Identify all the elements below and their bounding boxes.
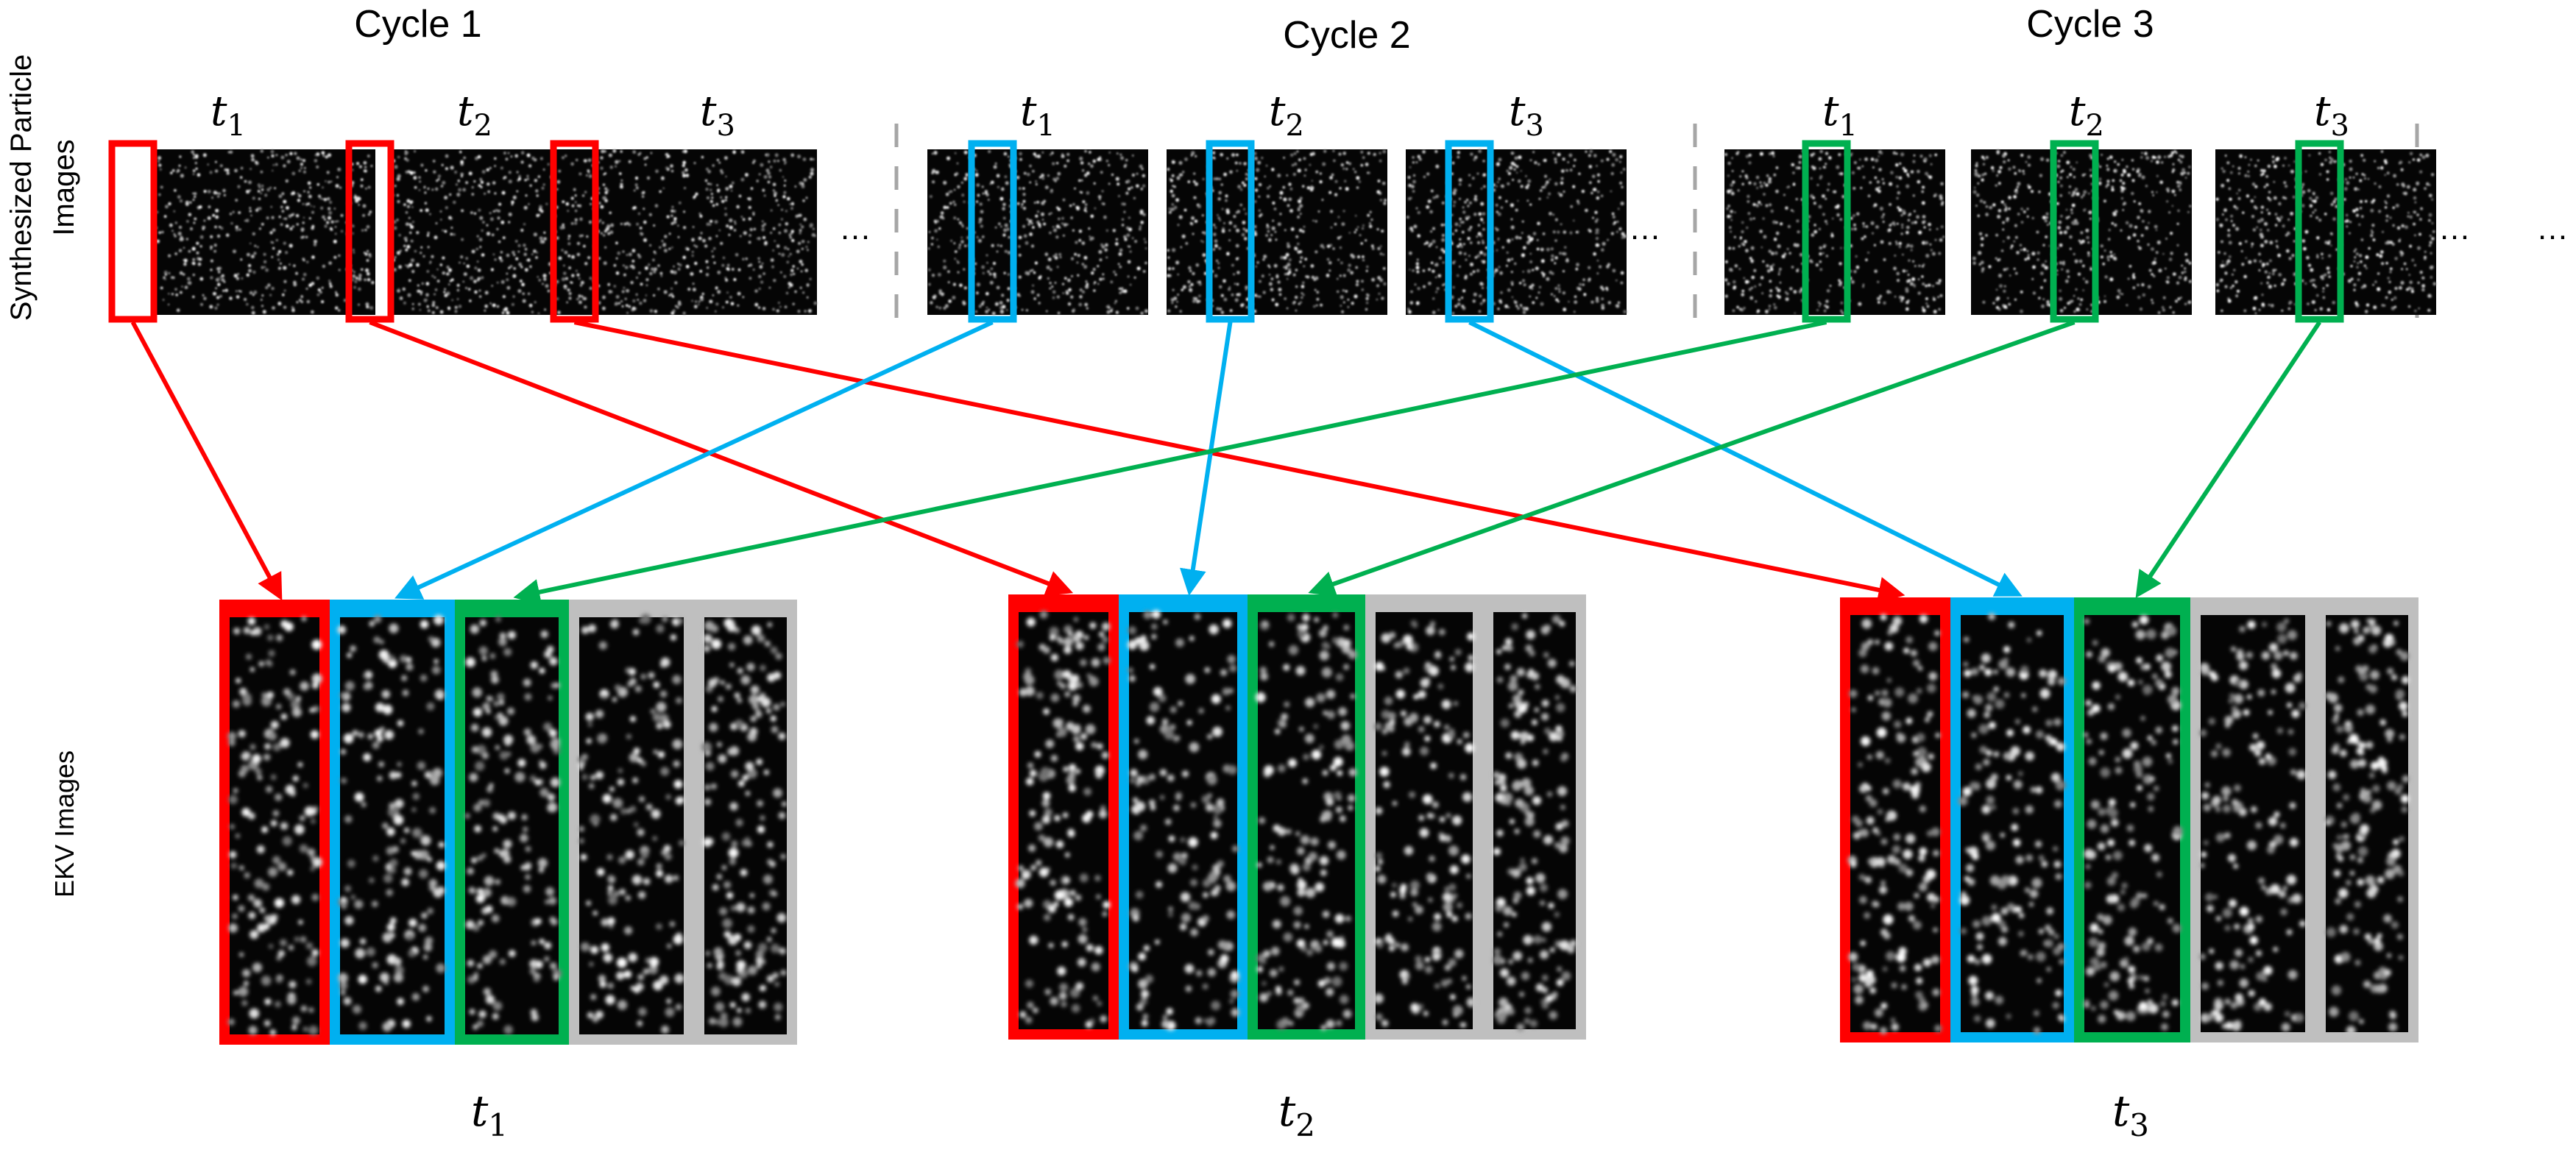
- particle-image-c1-t2: [345, 140, 612, 323]
- particle-image-c1-t3: [550, 140, 818, 323]
- time-subscript: 2: [1286, 109, 1304, 143]
- row-label-synthesized-line2: Images: [48, 139, 80, 235]
- more-frames-ellipsis: …: [839, 210, 871, 246]
- cycle-1-title: Cycle 1: [354, 3, 481, 46]
- particle-image-c3-t1: [1724, 140, 1945, 323]
- ekv-strip-green: [2074, 597, 2190, 1042]
- frame-label-c1-t3: t3: [700, 88, 735, 143]
- ekv-group-label-t1: t1: [471, 1086, 508, 1143]
- time-subscript: 2: [1295, 1107, 1315, 1143]
- time-subscript: 3: [2331, 109, 2349, 143]
- ekv-strip-gray: [2190, 597, 2315, 1042]
- ekv-group-label-t2: t2: [1278, 1086, 1315, 1143]
- time-subscript: 1: [1037, 109, 1055, 143]
- ekv-strip-gray: [569, 600, 694, 1045]
- row-label-synthesized: Synthesized Particle Images: [5, 54, 80, 321]
- selection-box-blue: [1206, 140, 1255, 323]
- arrow-blue-c2-t2-to-t2: [1179, 322, 1233, 596]
- cycle-2-title: Cycle 2: [1283, 14, 1410, 57]
- ekv-strip-gray: [1365, 594, 1483, 1040]
- selection-box-green: [2050, 140, 2099, 323]
- ekv-strip-red: [1008, 594, 1119, 1040]
- particle-image-c3-t2: [1971, 140, 2192, 323]
- arrow-green-c3-t2-to-t2: [1308, 320, 2076, 597]
- time-symbol: t: [1020, 88, 1037, 135]
- time-subscript: 3: [717, 109, 735, 143]
- time-subscript: 3: [2129, 1107, 2149, 1143]
- time-symbol: t: [1509, 88, 1526, 135]
- time-symbol: t: [700, 88, 717, 135]
- ekv-group-t1: [219, 600, 797, 1045]
- ekv-strip-green: [455, 600, 569, 1045]
- more-cycles-ellipsis: …: [2536, 210, 2569, 246]
- arrow-red-c1-t3-to-t3: [573, 320, 1906, 603]
- row-label-synthesized-line1: Synthesized Particle: [5, 54, 38, 321]
- particle-image-c2-t3: [1406, 140, 1627, 323]
- time-subscript: 1: [227, 109, 246, 143]
- ekv-group-label-t3: t3: [2112, 1086, 2149, 1143]
- ekv-strip-blue: [1950, 597, 2074, 1042]
- frame-label-c3-t1: t1: [1822, 88, 1858, 143]
- selection-box-blue: [1445, 140, 1494, 323]
- arrow-red-c1-t1-to-t1: [130, 321, 283, 601]
- time-subscript: 1: [488, 1107, 508, 1143]
- ekv-strip-gray: [2315, 597, 2418, 1042]
- time-subscript: 2: [474, 109, 492, 143]
- ekv-group-t3: [1840, 597, 2418, 1042]
- ekv-group-t2: [1008, 594, 1586, 1040]
- selection-box-green: [2295, 140, 2344, 323]
- particle-image-c3-t3: [2215, 140, 2437, 323]
- selection-box-red: [550, 140, 599, 323]
- arrow-blue-c2-t1-to-t1: [394, 320, 994, 600]
- time-symbol: t: [2314, 88, 2331, 135]
- frame-label-c1-t1: t1: [210, 88, 246, 143]
- selection-box-red: [108, 140, 158, 323]
- more-frames-ellipsis: …: [1629, 210, 1661, 246]
- time-symbol: t: [471, 1086, 489, 1136]
- time-symbol: t: [457, 88, 474, 135]
- time-subscript: 1: [1839, 109, 1858, 143]
- frame-label-c3-t3: t3: [2314, 88, 2349, 143]
- frame-label-c2-t1: t1: [1020, 88, 1055, 143]
- ekv-strip-blue: [1119, 594, 1248, 1040]
- frame-label-c1-t2: t2: [457, 88, 492, 143]
- frame-label-c2-t3: t3: [1509, 88, 1544, 143]
- ekv-strip-gray: [1483, 594, 1586, 1040]
- ekv-strip-blue: [330, 600, 455, 1045]
- ekv-strip-gray: [694, 600, 797, 1045]
- particle-image-c2-t2: [1167, 140, 1387, 323]
- frame-label-c3-t2: t2: [2069, 88, 2104, 143]
- particle-image-c1-t1: [108, 140, 375, 323]
- time-subscript: 3: [1526, 109, 1544, 143]
- ekv-strip-green: [1248, 594, 1365, 1040]
- time-symbol: t: [1822, 88, 1839, 135]
- time-symbol: t: [1269, 88, 1286, 135]
- time-symbol: t: [210, 88, 227, 135]
- time-symbol: t: [2112, 1086, 2130, 1136]
- arrow-red-c1-t2-to-t2: [369, 320, 1074, 597]
- selection-box-blue: [968, 140, 1017, 323]
- row-label-ekv: EKV Images: [49, 750, 79, 898]
- time-symbol: t: [2069, 88, 2086, 135]
- arrow-green-c3-t3-to-t3: [2135, 321, 2321, 598]
- more-frames-ellipsis: …: [2438, 210, 2471, 246]
- particle-image-c2-t1: [927, 140, 1148, 323]
- ekv-strip-red: [1840, 597, 1950, 1042]
- arrow-blue-c2-t3-to-t3: [1468, 320, 2023, 597]
- time-symbol: t: [1278, 1086, 1296, 1136]
- cycle-3-title: Cycle 3: [2026, 3, 2154, 46]
- ekv-strip-red: [219, 600, 330, 1045]
- time-subscript: 2: [2086, 109, 2104, 143]
- selection-box-green: [1802, 140, 1851, 323]
- selection-box-red: [345, 140, 394, 323]
- frame-label-c2-t2: t2: [1269, 88, 1304, 143]
- arrow-green-c3-t1-to-t1: [513, 320, 1827, 605]
